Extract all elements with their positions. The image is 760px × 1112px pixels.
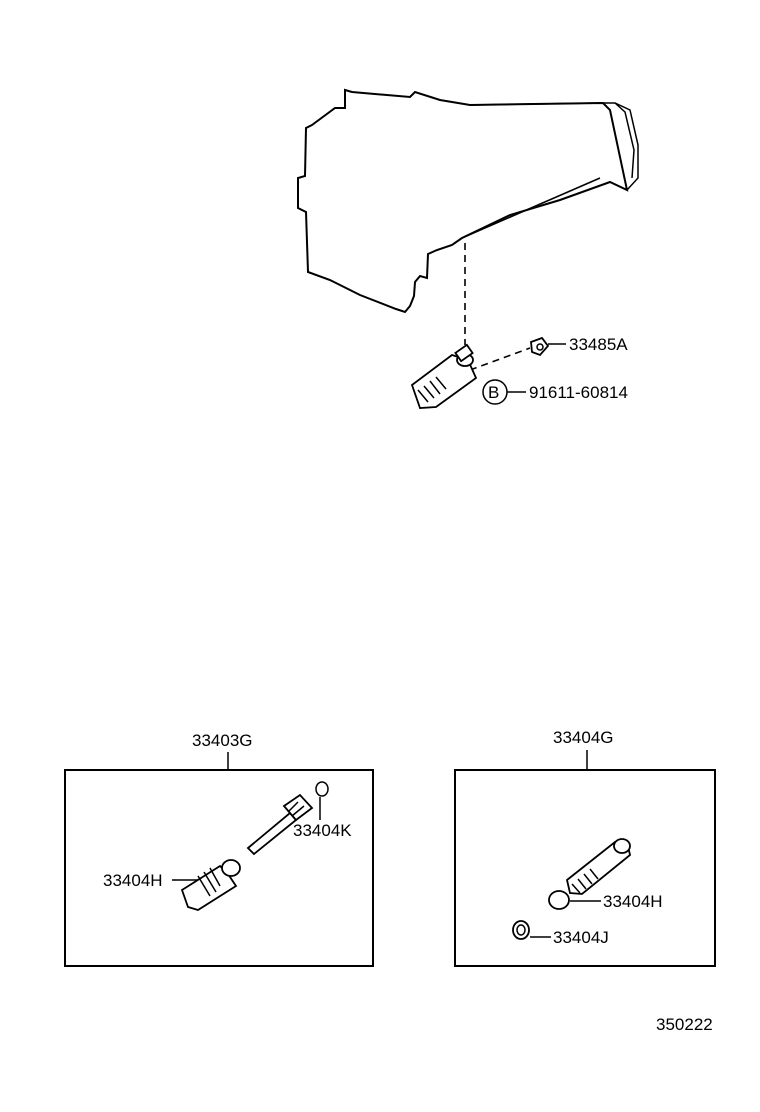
label-right-33404J: 33404J [553,928,609,947]
seal-guide-line [469,347,531,371]
driven-gear-sleeve-left [180,859,241,911]
driven-gear-sleeve [410,343,478,409]
kit-label-33403G: 33403G [192,731,253,750]
drawing-number: 350222 [656,1015,713,1034]
transmission-housing [297,88,639,314]
sleeve-right [565,838,631,895]
label-right-33404H: 33404H [603,892,663,911]
callout-b-letter: B [488,383,499,402]
kit-label-33404G: 33404G [553,728,614,747]
kit-33404G-box [454,769,716,967]
speedometer-driven-gear [246,793,314,856]
kit-33403G-box [64,769,374,967]
label-91611-60814: 91611-60814 [529,383,628,402]
label-left-33404K: 33404K [293,821,352,840]
o-ring-33404H-icon [548,890,570,910]
label-left-33404H: 33404H [103,871,163,890]
label-33485A: 33485A [569,335,628,354]
part-33485A-icon [530,336,566,357]
callout-b [482,379,526,405]
o-ring-33404K-icon [315,781,329,797]
oil-seal-33404J-icon [512,920,530,940]
